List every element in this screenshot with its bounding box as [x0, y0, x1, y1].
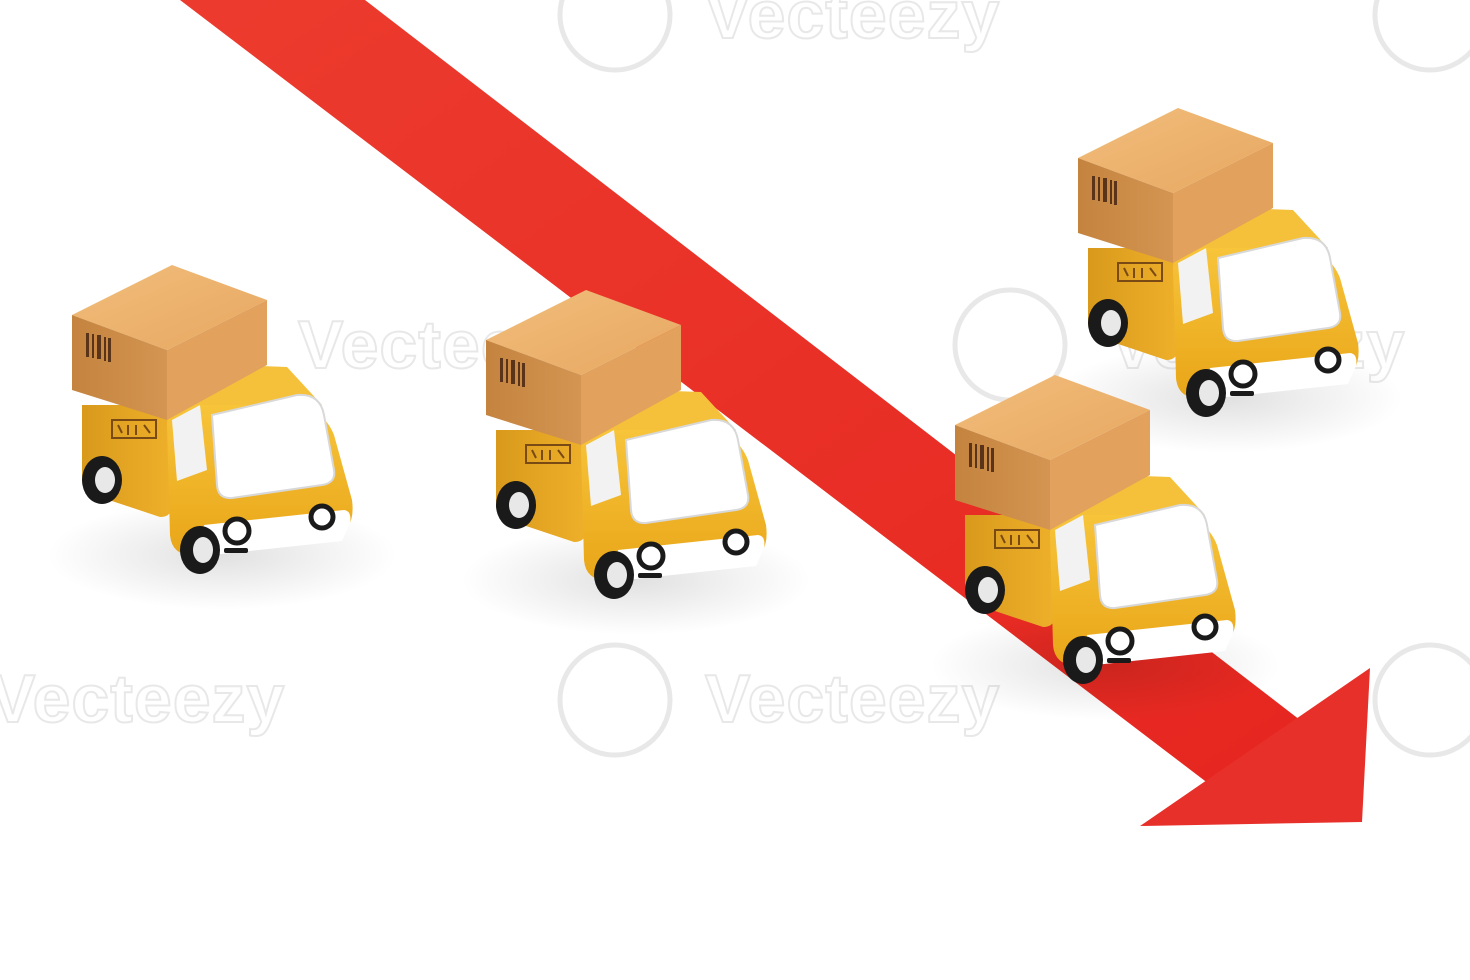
watermark-text-5: Vecteezy	[0, 661, 285, 737]
watermark-7	[1372, 0, 1470, 73]
watermark-1: Vecteezy	[557, 0, 1000, 73]
arrow-head	[1140, 668, 1370, 826]
watermark-6	[1372, 642, 1470, 758]
watermark-text-1: Vecteezy	[705, 0, 1000, 53]
watermark-5: Vecteezy	[0, 660, 285, 738]
